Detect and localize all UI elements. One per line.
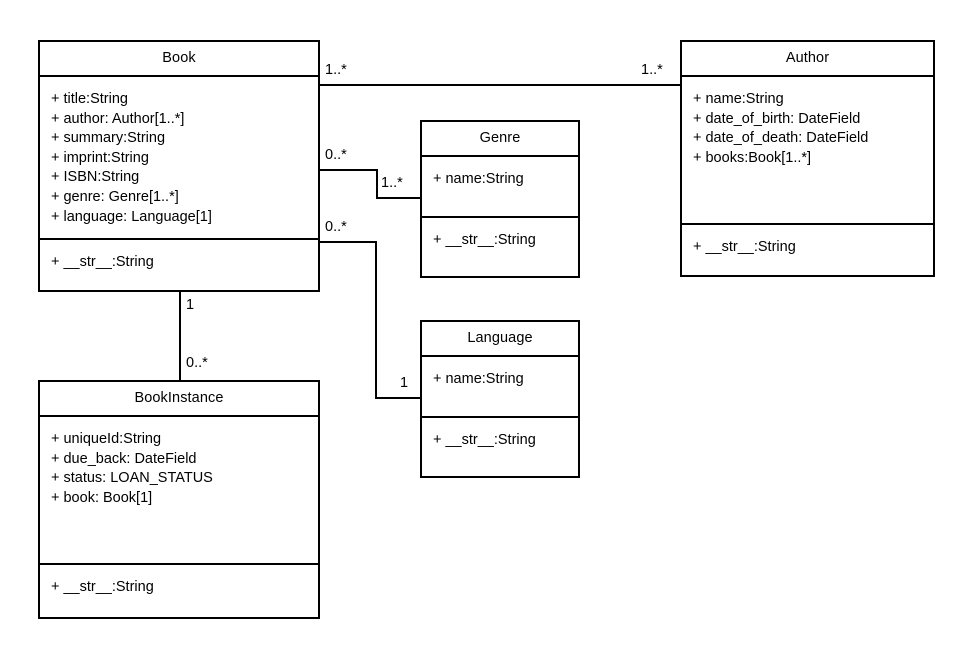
uml-methods-genre: + __str__:String xyxy=(422,218,578,276)
uml-class-name-bookinstance: BookInstance xyxy=(40,382,318,417)
association-line-book-genre-seg1 xyxy=(320,169,378,171)
multiplicity-book-genre-source: 0..* xyxy=(325,147,347,163)
attribute-row: + author: Author[1..*] xyxy=(51,110,185,127)
multiplicity-book-language-source: 0..* xyxy=(325,219,347,235)
association-line-book-bookinstance xyxy=(179,292,181,385)
uml-class-language[interactable]: Language + name:String + __str__:String xyxy=(420,320,580,478)
uml-class-name-language: Language xyxy=(422,322,578,357)
uml-class-name-author: Author xyxy=(682,42,933,77)
uml-attributes-genre: + name:String xyxy=(422,157,578,218)
method-row: + __str__:String xyxy=(693,239,796,255)
uml-attributes-language: + name:String xyxy=(422,357,578,418)
association-line-book-author xyxy=(320,84,680,86)
multiplicity-book-author-source: 1..* xyxy=(325,62,347,78)
method-row: + __str__:String xyxy=(433,232,536,248)
attribute-row: + name:String xyxy=(433,171,524,187)
uml-attributes-book: + title:String + author: Author[1..*] + … xyxy=(40,77,318,240)
attribute-row: + genre: Genre[1..*] xyxy=(51,188,179,205)
uml-methods-book: + __str__:String xyxy=(40,240,318,290)
attribute-row: + due_back: DateField xyxy=(51,450,197,467)
method-row: + __str__:String xyxy=(51,254,154,270)
association-line-book-genre-seg3 xyxy=(376,197,420,199)
uml-class-name-genre: Genre xyxy=(422,122,578,157)
attribute-row: + status: LOAN_STATUS xyxy=(51,470,213,487)
attribute-row: + title:String xyxy=(51,91,128,107)
attribute-row: + language: Language[1] xyxy=(51,208,212,225)
attribute-row: + summary:String xyxy=(51,130,166,147)
association-line-book-language-seg3 xyxy=(375,397,420,399)
uml-methods-language: + __str__:String xyxy=(422,418,578,476)
attribute-row: + ISBN:String xyxy=(51,169,140,186)
uml-class-author[interactable]: Author + name:String + date_of_birth: Da… xyxy=(680,40,935,277)
uml-methods-author: + __str__:String xyxy=(682,225,933,275)
uml-attributes-author: + name:String + date_of_birth: DateField… xyxy=(682,77,933,225)
attribute-row: + name:String xyxy=(433,371,524,387)
attribute-row: + books:Book[1..*] xyxy=(693,149,812,166)
uml-attributes-bookinstance: + uniqueId:String + due_back: DateField … xyxy=(40,417,318,565)
uml-class-genre[interactable]: Genre + name:String + __str__:String xyxy=(420,120,580,278)
attribute-row: + name:String xyxy=(693,91,784,107)
uml-class-bookinstance[interactable]: BookInstance + uniqueId:String + due_bac… xyxy=(38,380,320,619)
attribute-row: + imprint:String xyxy=(51,149,149,166)
association-line-book-language-seg1 xyxy=(320,241,377,243)
multiplicity-book-language-target: 1 xyxy=(400,375,409,391)
attribute-row: + uniqueId:String xyxy=(51,431,162,447)
multiplicity-book-bookinstance-source: 1 xyxy=(186,297,195,313)
multiplicity-book-author-target: 1..* xyxy=(641,62,663,78)
attribute-row: + book: Book[1] xyxy=(51,489,153,506)
attribute-row: + date_of_death: DateField xyxy=(693,130,869,147)
multiplicity-book-genre-target: 1..* xyxy=(381,175,403,191)
association-line-book-language-seg2 xyxy=(375,241,377,399)
uml-class-name-book: Book xyxy=(40,42,318,77)
method-row: + __str__:String xyxy=(433,432,536,448)
uml-methods-bookinstance: + __str__:String xyxy=(40,565,318,617)
method-row: + __str__:String xyxy=(51,579,154,595)
multiplicity-book-bookinstance-target: 0..* xyxy=(186,355,208,371)
association-line-book-genre-seg2 xyxy=(376,169,378,199)
uml-class-book[interactable]: Book + title:String + author: Author[1..… xyxy=(38,40,320,292)
attribute-row: + date_of_birth: DateField xyxy=(693,110,861,127)
